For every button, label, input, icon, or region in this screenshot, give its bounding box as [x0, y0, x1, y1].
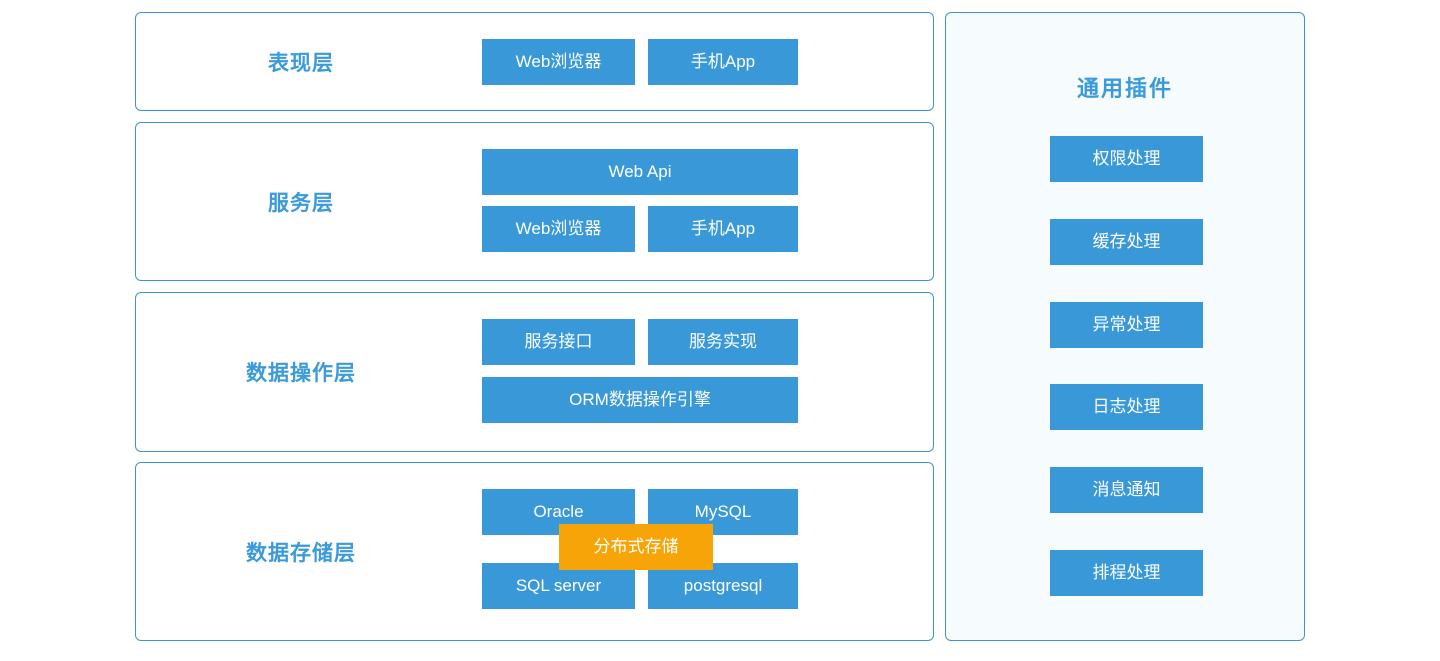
plugin-item-permission: 权限处理 [1050, 136, 1203, 182]
layer-box-service: 服务层 Web Api Web浏览器 手机App [135, 122, 934, 281]
block-web-api: Web Api [482, 149, 798, 195]
plugin-panel-title: 通用插件 [1076, 76, 1173, 101]
block-postgresql: postgresql [648, 563, 798, 609]
block-web-browser: Web浏览器 [482, 39, 635, 85]
plugin-item-cache: 缓存处理 [1050, 219, 1203, 265]
plugin-item-scheduling: 排程处理 [1050, 550, 1203, 596]
layer-title-presentation: 表现层 [268, 51, 334, 75]
block-service-implementation: 服务实现 [648, 319, 798, 365]
block-distributed-storage: 分布式存储 [559, 524, 713, 570]
layer-box-data-storage: 数据存储层 Oracle MySQL SQL server postgresql… [135, 462, 934, 641]
block-oracle: Oracle [482, 489, 635, 535]
block-mobile-app: 手机App [648, 39, 798, 85]
plugin-item-logging: 日志处理 [1050, 384, 1203, 430]
plugin-item-notification: 消息通知 [1050, 467, 1203, 513]
layer-title-service: 服务层 [268, 191, 334, 215]
layer-box-data-operation: 数据操作层 服务接口 服务实现 ORM数据操作引擎 [135, 292, 934, 452]
block-mobile-app: 手机App [648, 206, 798, 252]
block-service-interface: 服务接口 [482, 319, 635, 365]
plugin-panel: 通用插件 权限处理 缓存处理 异常处理 日志处理 消息通知 排程处理 [945, 12, 1305, 641]
block-web-browser: Web浏览器 [482, 206, 635, 252]
plugin-item-exception: 异常处理 [1050, 302, 1203, 348]
layer-box-presentation: 表现层 Web浏览器 手机App [135, 12, 934, 111]
block-sql-server: SQL server [482, 563, 635, 609]
layer-title-data-operation: 数据操作层 [246, 362, 356, 385]
block-orm-engine: ORM数据操作引擎 [482, 377, 798, 423]
layer-title-data-storage: 数据存储层 [246, 541, 356, 565]
